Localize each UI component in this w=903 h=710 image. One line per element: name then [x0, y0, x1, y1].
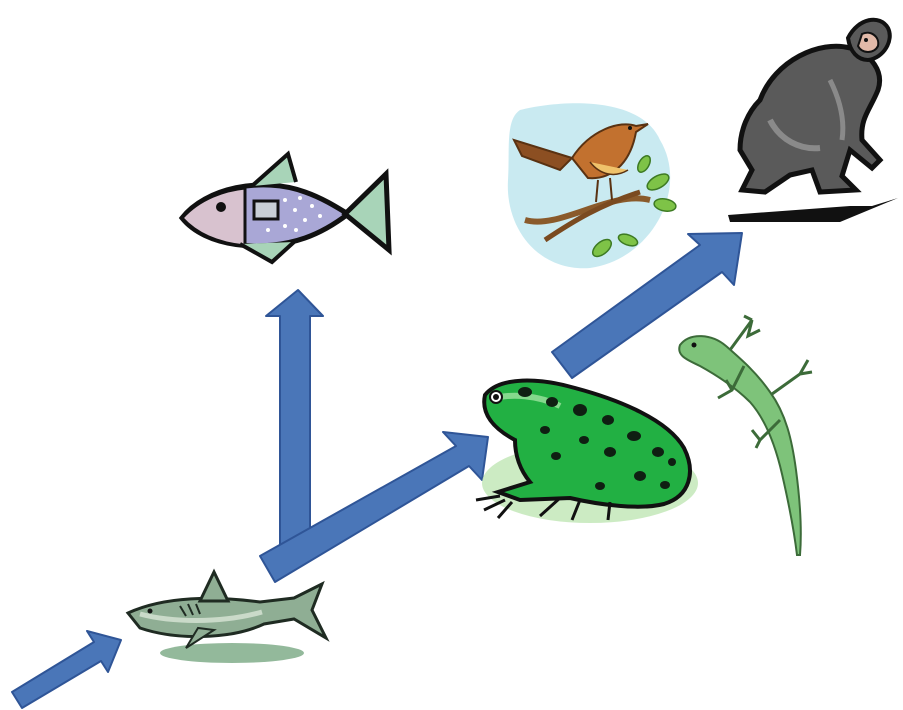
monkey-icon — [728, 20, 898, 222]
shark-icon — [128, 572, 326, 663]
bird-icon — [508, 103, 677, 268]
lizard-icon — [679, 316, 812, 555]
frog-icon — [476, 381, 698, 523]
fish-icon — [182, 154, 389, 262]
arrow-to-fish — [266, 290, 323, 560]
arrow-to-shark — [12, 631, 121, 708]
